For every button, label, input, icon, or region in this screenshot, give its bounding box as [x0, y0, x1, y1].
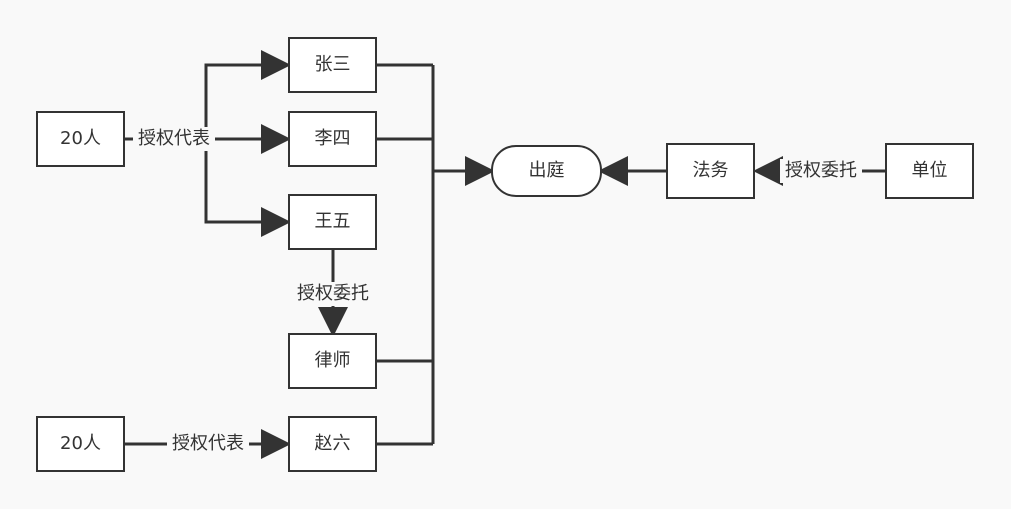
node-li-si[interactable]: 李四: [288, 111, 377, 167]
edge-labels: 授权代表 授权代表 授权委托 授权委托: [133, 127, 862, 456]
node-court[interactable]: 出庭: [491, 145, 602, 197]
edge-label-group-b: 授权代表: [172, 433, 244, 454]
node-legal-label: 法务: [693, 160, 729, 181]
edge-label-bg-unit-legal: [780, 159, 862, 183]
connectors: [124, 50, 886, 459]
edge-label-bg-wang-wu-lawyer: [292, 282, 374, 306]
edge-label-bg-group-a: [133, 127, 215, 151]
node-court-label: 出庭: [529, 160, 565, 181]
node-unit[interactable]: 单位: [885, 143, 974, 199]
edge-label-wang-wu-to-lawyer: 授权委托: [297, 283, 369, 304]
edge-label-group-a: 授权代表: [138, 128, 210, 149]
node-zhang-san-label: 张三: [315, 54, 351, 75]
node-legal[interactable]: 法务: [666, 143, 755, 199]
node-unit-label: 单位: [912, 160, 948, 181]
node-lawyer-label: 律师: [315, 350, 351, 371]
edge-group-a-to-wang-wu: [204, 139, 291, 237]
node-zhang-san[interactable]: 张三: [288, 37, 377, 93]
node-wang-wu-label: 王五: [315, 211, 351, 232]
node-group-b-label: 20人: [60, 433, 101, 454]
nodes: 20人 张三 李四 王五 律师 20人 赵六 出庭: [36, 37, 974, 472]
node-zhao-liu[interactable]: 赵六: [288, 416, 377, 472]
node-li-si-label: 李四: [315, 128, 351, 149]
edge-group-a-to-zhang-san: [204, 50, 291, 139]
node-wang-wu[interactable]: 王五: [288, 194, 377, 250]
node-lawyer[interactable]: 律师: [288, 333, 377, 389]
edge-label-unit-to-legal: 授权委托: [785, 160, 857, 181]
edge-label-bg-group-b: [167, 432, 249, 456]
node-group-a[interactable]: 20人: [36, 111, 125, 167]
node-group-a-label: 20人: [60, 128, 101, 149]
node-group-b[interactable]: 20人: [36, 416, 125, 472]
node-zhao-liu-label: 赵六: [315, 433, 351, 454]
